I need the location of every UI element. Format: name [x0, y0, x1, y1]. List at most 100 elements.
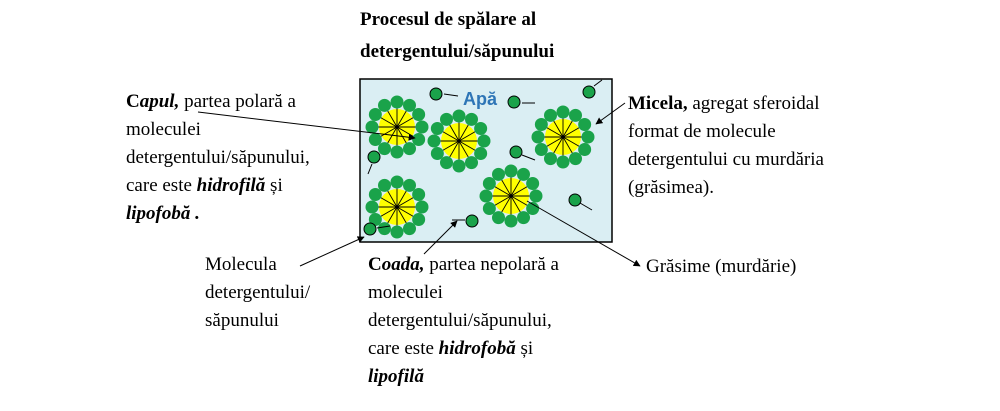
- molecule-tail: [494, 186, 512, 197]
- molecule-head: [440, 156, 453, 170]
- molecule-head: [531, 130, 545, 144]
- molecule-head: [368, 133, 382, 146]
- molecule-tail: [387, 190, 398, 208]
- molecule-tail: [387, 110, 398, 128]
- molecule-tail: [449, 124, 460, 142]
- molecule-head: [378, 98, 391, 112]
- molecule-head: [556, 105, 570, 119]
- molecule-head: [465, 112, 478, 126]
- molecule-tail: [553, 120, 564, 138]
- molecule-head: [477, 134, 491, 148]
- molecule-head: [544, 108, 557, 122]
- molecule-head: [415, 200, 429, 214]
- molecule-head: [403, 142, 416, 156]
- molecule-head: [403, 222, 416, 236]
- molecule-tail: [396, 206, 407, 224]
- arrow-coada: [423, 220, 458, 255]
- molecule-tail: [442, 140, 460, 151]
- molecule-head: [403, 178, 416, 192]
- molecule-tail: [562, 136, 573, 154]
- capul-line-4-end: și: [265, 175, 283, 196]
- molecule-head: [534, 143, 548, 156]
- molecule-tail: [510, 179, 521, 197]
- molecule-head: [526, 177, 540, 190]
- arrow-capul: [197, 111, 416, 141]
- molecule-head: [482, 202, 496, 215]
- capul-hidrofila: hidrofilă: [196, 175, 266, 196]
- molecule-head: [390, 175, 404, 189]
- free-molecule: [363, 222, 391, 236]
- arrow-micela: [595, 102, 626, 125]
- molecule-tail: [562, 127, 580, 138]
- free-molecules: [363, 79, 603, 236]
- coada-line-2: moleculei: [368, 282, 443, 303]
- coada-line-1: partea nepolară a: [424, 254, 559, 275]
- capul-line-1: partea polară a: [179, 91, 296, 112]
- coada-lead: oada,: [381, 254, 425, 275]
- molecule-head: [479, 189, 493, 203]
- molecule-tail: [380, 206, 398, 217]
- micelle: [479, 164, 543, 228]
- molecule-head: [415, 120, 429, 134]
- molecule-tail: [510, 195, 521, 213]
- molecule-head: [368, 213, 382, 226]
- free-molecule: [507, 95, 535, 109]
- grasime-label: Grăsime (murdărie): [646, 256, 797, 277]
- molecule-head: [578, 118, 592, 131]
- arrow-molecula: [299, 236, 365, 267]
- micela-line-2: format de molecule: [628, 121, 776, 142]
- molecule-head: [517, 211, 530, 225]
- micelle: [365, 175, 429, 239]
- molecule-head: [526, 202, 540, 215]
- molecule-tail: [380, 126, 398, 137]
- micelle: [427, 109, 491, 173]
- micela-lead: Micela,: [628, 93, 688, 114]
- free-molecule: [582, 79, 603, 99]
- molecule-tail: [562, 120, 573, 138]
- molecule-head: [452, 109, 466, 123]
- coada-line-4-end: și: [515, 338, 534, 359]
- molecule-head: [492, 167, 505, 181]
- coada-description: Coada, partea nepolară a moleculei deter…: [368, 251, 559, 391]
- molecule-head: [378, 178, 391, 192]
- molecule-head: [412, 213, 426, 226]
- capul-lead: apul,: [139, 91, 180, 112]
- molecule-head: [403, 98, 416, 112]
- molecule-head: [390, 95, 404, 109]
- molecula-line-1: Molecula: [205, 254, 277, 275]
- molecule-tail: [562, 136, 580, 147]
- molecule-tail: [546, 136, 564, 147]
- molecule-head: [544, 152, 557, 166]
- molecule-head: [581, 130, 595, 144]
- free-molecule: [452, 214, 479, 228]
- molecule-tail: [396, 110, 407, 128]
- micela-line-4: (grăsimea).: [628, 177, 714, 198]
- capul-lead-c: C: [126, 91, 140, 112]
- molecule-tail: [396, 206, 414, 217]
- free-molecule: [509, 145, 536, 161]
- molecule-tail: [396, 126, 407, 144]
- micela-line-1: agregat sferoidal: [687, 93, 820, 114]
- molecule-head: [492, 211, 505, 225]
- coada-hidrofoba: hidrofobă: [438, 338, 516, 359]
- molecule-tail: [458, 131, 476, 142]
- molecule-head: [430, 122, 444, 135]
- molecule-head: [412, 108, 426, 121]
- molecule-head: [578, 143, 592, 156]
- molecule-head: [504, 214, 518, 228]
- molecule-head: [390, 145, 404, 159]
- capul-line-3: detergentului/săpunului,: [126, 147, 310, 168]
- molecule-head: [569, 108, 582, 122]
- title-line-1: Procesul de spălare al: [360, 9, 537, 30]
- molecule-head: [534, 118, 548, 131]
- molecule-head: [474, 122, 488, 135]
- molecule-head: [529, 189, 543, 203]
- molecule-tail: [458, 140, 469, 158]
- molecule-tail: [510, 195, 528, 206]
- micela-description: Micela, agregat sferoidal format de mole…: [628, 90, 824, 202]
- molecule-head: [412, 133, 426, 146]
- molecula-line-2: detergentului/: [205, 282, 311, 303]
- molecule-tail: [546, 127, 564, 138]
- free-molecule: [367, 150, 381, 175]
